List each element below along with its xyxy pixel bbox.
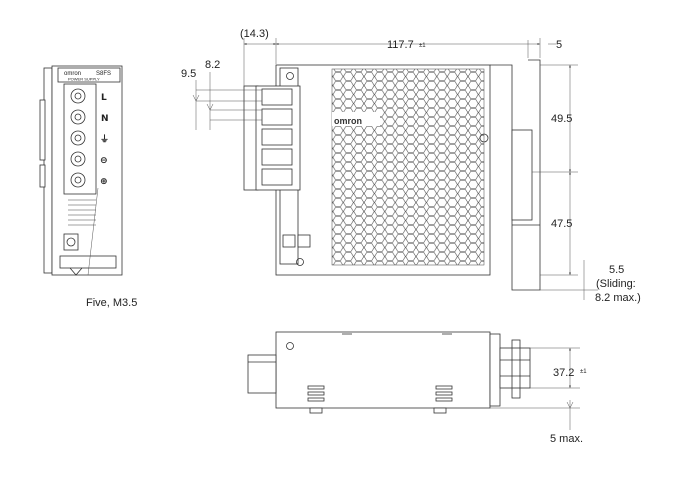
dim-sliding-line1: (Sliding: xyxy=(596,278,636,290)
side-view-dimensions: (14.3) 117.7 ±1 5 9.5 8.2 49.5 47.5 5.5 … xyxy=(181,28,641,304)
terminal-label-plus: ⊕ xyxy=(100,177,108,187)
screw-3 xyxy=(70,130,86,146)
terminal-label-n: N xyxy=(101,114,109,124)
dim-terminal-pitch-b: 8.2 xyxy=(205,59,220,71)
dim-lower-height: 47.5 xyxy=(551,218,572,230)
dim-height-bottom-view-tol: ±1 xyxy=(580,369,587,375)
side-view-indicator xyxy=(282,234,296,248)
bottom-view xyxy=(247,331,531,414)
bottom-view-din-clip xyxy=(499,347,531,389)
dim-sliding-line2: 8.2 max.) xyxy=(595,292,641,304)
front-view-brand: omron xyxy=(64,71,81,77)
front-view-vent-slots xyxy=(68,199,96,226)
front-view-clip-upper xyxy=(39,99,46,161)
bottom-view-bracket xyxy=(489,333,501,407)
screw-5 xyxy=(70,172,86,188)
dim-terminal-pitch-a: 9.5 xyxy=(181,68,196,80)
screw-1 xyxy=(70,88,86,104)
side-view-terminal-block xyxy=(255,85,301,191)
dim-terminal-offset: (14.3) xyxy=(240,28,269,40)
screw-callout: Five, M3.5 xyxy=(86,297,137,309)
terminal-label-minus: ⊖ xyxy=(100,156,108,166)
front-view-screws xyxy=(70,88,86,188)
side-view-adjust-knob xyxy=(297,234,311,248)
front-view-model: S8FS xyxy=(96,71,111,77)
dim-overall-depth-tol: ±1 xyxy=(419,43,426,49)
bottom-view-housing xyxy=(275,331,491,409)
dim-bottom-max: 5 max. xyxy=(550,433,583,445)
screw-2 xyxy=(70,109,86,125)
side-view: omron xyxy=(243,59,541,291)
front-view-clip-lower xyxy=(39,164,46,188)
front-view-label-plate xyxy=(57,67,121,83)
terminal-label-ground: ⏚ xyxy=(100,134,109,145)
dim-height-bottom-view: 37.2 xyxy=(553,367,574,379)
terminal-label-l: L xyxy=(101,93,107,103)
din-rail-bracket xyxy=(490,59,541,291)
bottom-view-vents xyxy=(307,385,453,402)
screw-4 xyxy=(70,151,86,167)
din-rail-clip xyxy=(511,129,533,221)
side-view-terminal-slots xyxy=(261,88,293,186)
screw-callout-leader xyxy=(87,187,99,276)
dim-rail-offset: 5 xyxy=(556,39,562,51)
front-view-subtitle: POWER SUPPLY xyxy=(68,77,100,82)
front-view: omron S8FS POWER SUPPLY L N ⏚ ⊖ ⊕ Five, xyxy=(39,65,137,309)
dim-upper-height: 49.5 xyxy=(551,113,572,125)
brand-logo: omron xyxy=(334,116,362,126)
front-view-adjuster xyxy=(63,233,79,251)
bottom-view-dimensions: 37.2 ±1 5 max. xyxy=(490,347,587,445)
side-view-vent-grille xyxy=(331,68,485,266)
front-view-din-clip xyxy=(59,255,117,269)
dim-overall-depth: 117.7 xyxy=(387,39,414,51)
front-view-terminal-block xyxy=(63,83,97,195)
bottom-view-terminal-cover xyxy=(247,354,277,394)
dim-bottom-offset: 5.5 xyxy=(609,264,624,276)
